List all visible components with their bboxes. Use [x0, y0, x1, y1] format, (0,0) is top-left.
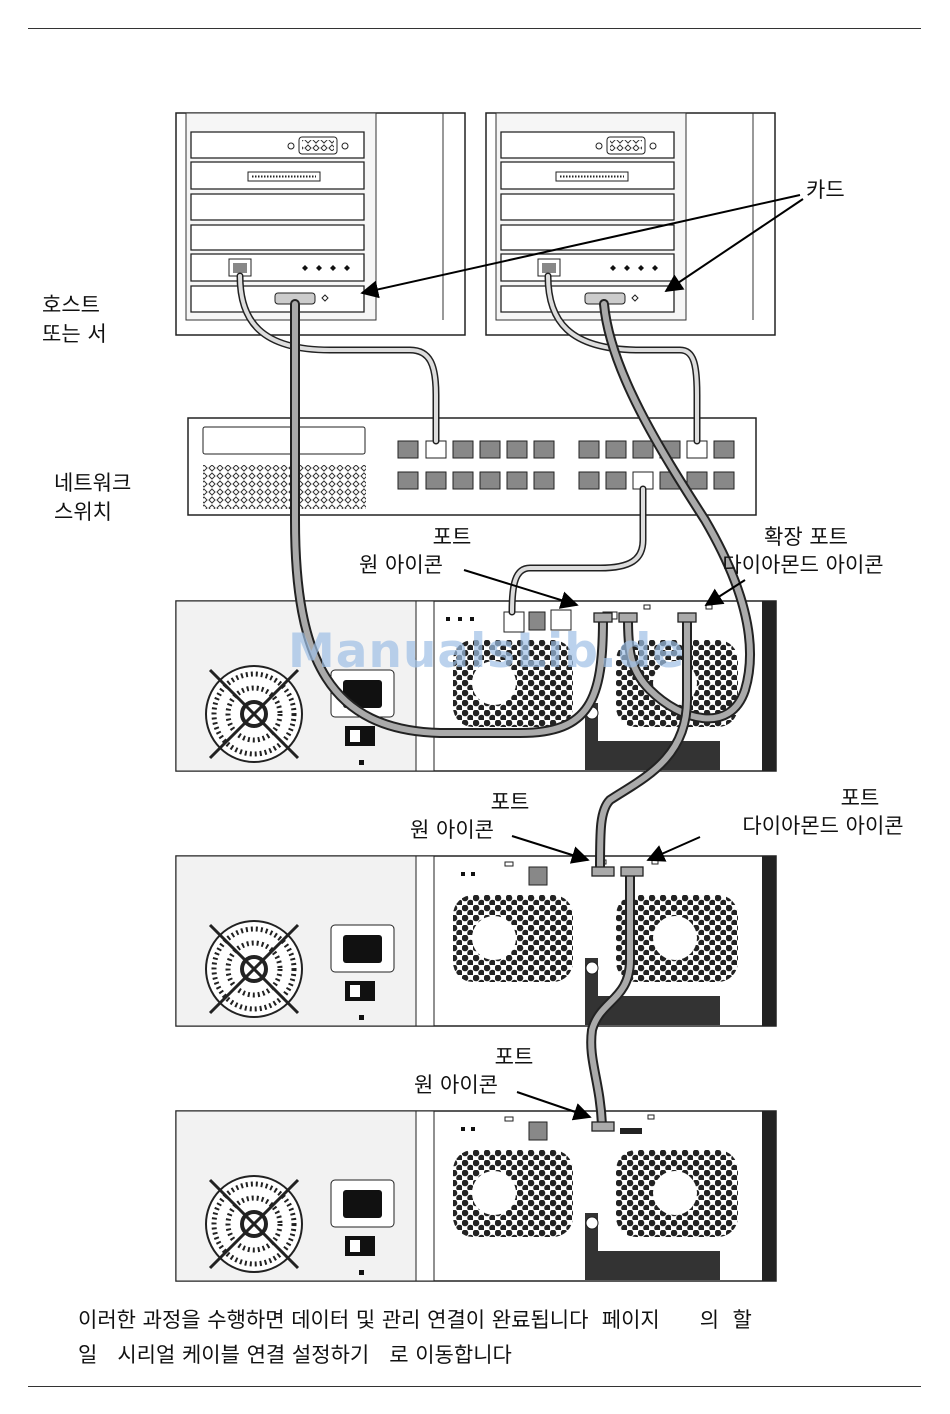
- label-switch-line1: 네트워크: [54, 469, 131, 497]
- host-server-2: [486, 113, 775, 335]
- label-port1-icon: 원 아이콘: [359, 551, 443, 579]
- label-port3-icon: 원 아이콘: [414, 1071, 498, 1099]
- bottom-rule: [28, 1386, 921, 1387]
- storage-enclosure-3: [176, 1111, 776, 1281]
- label-expansion-icon: 다이아몬드 아이콘: [722, 551, 883, 579]
- label-host-line1: 호스트: [42, 291, 100, 319]
- label-host-line2: 또는 서: [42, 320, 107, 348]
- label-port2-icon: 원 아이콘: [410, 816, 494, 844]
- instruction-line-2: 일 시리얼 케이블 연결 설정하기 로 이동합니다: [78, 1338, 908, 1373]
- instruction-line-1: 이러한 과정을 수행하면 데이터 및 관리 연결이 완료됩니다 페이지 의 할: [78, 1303, 908, 1338]
- label-switch-line2: 스위치: [54, 498, 112, 526]
- label-card: 카드: [806, 176, 845, 204]
- instruction-paragraph: 이러한 과정을 수행하면 데이터 및 관리 연결이 완료됩니다 페이지 의 할 …: [78, 1303, 908, 1373]
- label-expansion-title: 확장 포트: [764, 523, 848, 551]
- watermark: ManualsLib.de: [288, 624, 685, 679]
- host-server-1: [176, 113, 465, 335]
- label-port2d-title: 포트: [841, 784, 880, 812]
- storage-enclosure-2: [176, 856, 776, 1026]
- label-port2d-icon: 다이아몬드 아이콘: [742, 812, 903, 840]
- label-port3-title: 포트: [495, 1043, 534, 1071]
- label-port1-title: 포트: [433, 523, 472, 551]
- label-port2-title: 포트: [491, 788, 530, 816]
